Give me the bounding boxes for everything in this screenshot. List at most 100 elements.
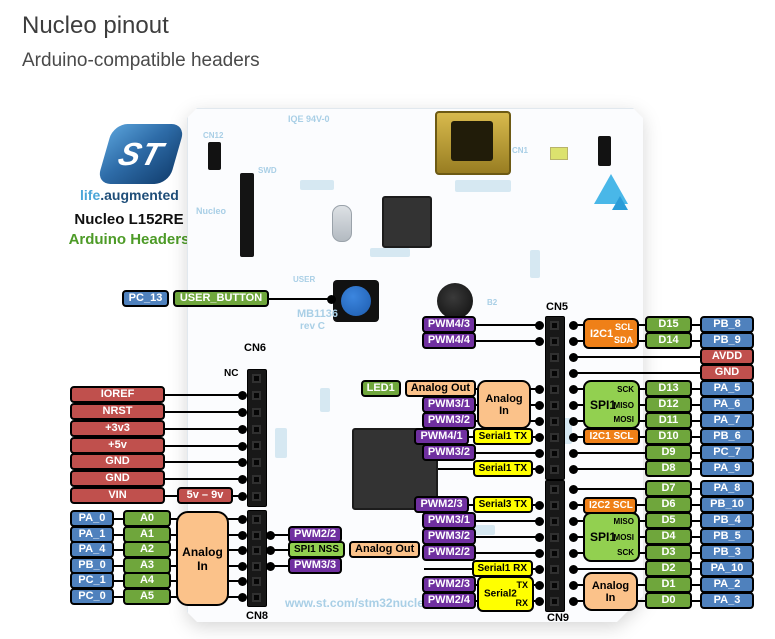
net-line bbox=[574, 488, 701, 490]
pin-dot bbox=[237, 407, 247, 417]
pin-dot bbox=[534, 384, 544, 394]
pin-dot bbox=[326, 294, 336, 304]
digital-pin-label: D9 bbox=[645, 444, 692, 461]
signal-group: PWM3/1 bbox=[421, 396, 476, 413]
header-pin bbox=[251, 561, 261, 571]
signal-label: PWM4/4 bbox=[421, 332, 476, 349]
header-pin bbox=[549, 548, 559, 558]
signal-group: PWM3/2 bbox=[421, 412, 476, 429]
pin-dot bbox=[568, 320, 578, 330]
pin-dot bbox=[237, 441, 247, 451]
header-pin bbox=[549, 448, 559, 458]
header-pin bbox=[549, 384, 559, 394]
pin-dot bbox=[237, 390, 247, 400]
pin-dot bbox=[568, 580, 578, 590]
signal-group: Serial1 RX bbox=[471, 560, 533, 577]
net-line bbox=[160, 461, 243, 463]
digital-pin-label: D14 bbox=[645, 332, 692, 349]
silkscreen-iqe: IQE 94V-0 bbox=[288, 114, 330, 124]
pin-dot bbox=[568, 432, 578, 442]
pin-label: PA_8 bbox=[700, 480, 754, 497]
pin-dot bbox=[237, 576, 247, 586]
pin-dot bbox=[534, 596, 544, 606]
signal-label: PWM2/4 bbox=[421, 592, 476, 609]
spi1-title: SPI1 bbox=[590, 397, 617, 412]
pin-label: +5v bbox=[70, 437, 165, 454]
signal-group: PWM4/3 bbox=[421, 316, 476, 333]
page-title: Nucleo pinout bbox=[22, 12, 169, 39]
pin-label: GND bbox=[70, 453, 165, 470]
pin-label: PA_1 bbox=[70, 526, 114, 543]
signal-group: PWM2/2 bbox=[421, 544, 476, 561]
header-pin bbox=[251, 440, 261, 450]
pin-dot bbox=[534, 400, 544, 410]
ld1-led bbox=[550, 147, 568, 160]
pin-label: PA_5 bbox=[700, 380, 754, 397]
net-line bbox=[574, 372, 701, 374]
net-line bbox=[220, 298, 333, 300]
i2c1-sda-pin: SDA bbox=[613, 335, 633, 345]
net-line bbox=[160, 478, 243, 480]
pin-dot bbox=[237, 592, 247, 602]
pin-label: PC_1 bbox=[70, 572, 114, 589]
header-pin bbox=[251, 474, 261, 484]
pin-dot bbox=[568, 336, 578, 346]
digital-pin-label: D15 bbox=[645, 316, 692, 333]
stlink-chip bbox=[382, 196, 432, 248]
pin-label: PA_7 bbox=[700, 412, 754, 429]
digital-pin-label: D10 bbox=[645, 428, 692, 445]
pin-dot bbox=[568, 516, 578, 526]
pin-label: PA_2 bbox=[700, 576, 754, 593]
pin-label: GND bbox=[70, 470, 165, 487]
header-cn6 bbox=[247, 369, 267, 507]
signal-label: Serial1 TX bbox=[472, 428, 533, 445]
signal-group: PWM3/3 bbox=[288, 557, 343, 574]
usb-connector-slot bbox=[451, 121, 493, 161]
pin-dot bbox=[568, 548, 578, 558]
label-cn9: CN9 bbox=[547, 612, 570, 624]
net-line bbox=[574, 452, 701, 454]
pin-label: PB_3 bbox=[700, 544, 754, 561]
header-pin bbox=[549, 368, 559, 378]
silkscreen-cn1: CN1 bbox=[512, 146, 529, 155]
header-pin bbox=[251, 576, 261, 586]
pin-dot bbox=[568, 484, 578, 494]
reset-button[interactable] bbox=[437, 283, 473, 319]
net-line bbox=[160, 428, 243, 430]
signal-label: PWM2/2 bbox=[421, 544, 476, 561]
silkscreen-mb: MB1136 bbox=[297, 308, 338, 320]
analog-in-cn5-block: Analog In bbox=[477, 380, 531, 429]
header-pin bbox=[549, 352, 559, 362]
header-pin bbox=[549, 516, 559, 526]
silkscreen-cn12: CN12 bbox=[203, 131, 224, 140]
board-name: Nucleo L152RE bbox=[74, 211, 184, 228]
analog-in-cn9-block: Analog In bbox=[583, 572, 638, 611]
label-nc: NC bbox=[224, 368, 239, 379]
signal-label: Serial1 RX bbox=[471, 560, 533, 577]
header-pin bbox=[549, 400, 559, 410]
pin-dot bbox=[237, 545, 247, 555]
signal-group: PWM2/3 bbox=[421, 576, 476, 593]
pin-dot bbox=[568, 532, 578, 542]
header-pin bbox=[251, 592, 261, 602]
silkscreen-swd: SWD bbox=[258, 166, 277, 175]
signal-label: PWM3/1 bbox=[421, 512, 476, 529]
pin-dot bbox=[568, 352, 578, 362]
pin-label: PA_9 bbox=[700, 460, 754, 477]
user-button[interactable] bbox=[341, 286, 371, 316]
smd-component bbox=[320, 388, 330, 412]
spi1-miso-pin: MISO bbox=[613, 517, 634, 526]
net-line bbox=[574, 568, 701, 570]
st-tagline: life.augmented bbox=[80, 187, 179, 203]
spi1-mosi-pin: MOSI bbox=[613, 415, 634, 424]
pin-dot bbox=[237, 530, 247, 540]
pin-dot bbox=[237, 561, 247, 571]
header-pin bbox=[251, 407, 261, 417]
pin-dot bbox=[568, 500, 578, 510]
serial2-title: Serial2 bbox=[484, 588, 517, 600]
spi1-sck-pin: SCK bbox=[617, 385, 634, 394]
